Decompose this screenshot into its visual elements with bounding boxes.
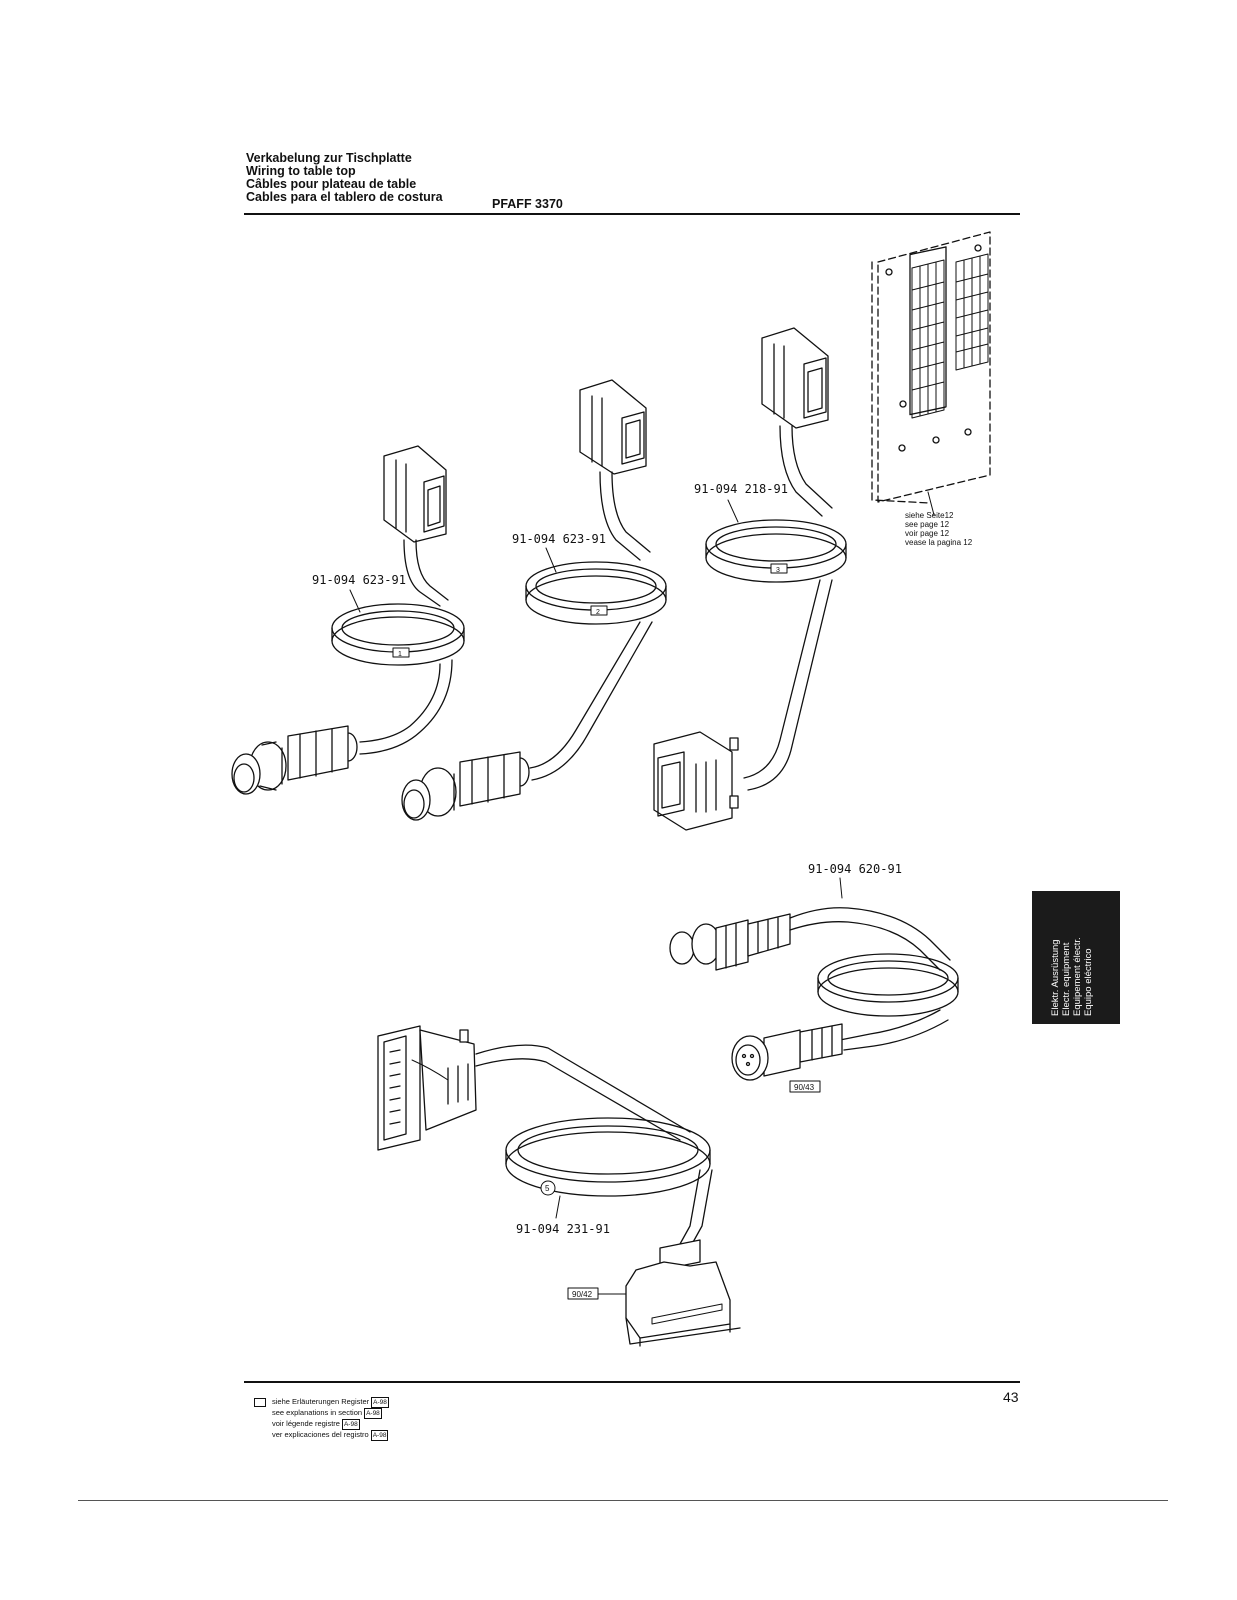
page-edge-rule bbox=[78, 1500, 1168, 1501]
cable-2: 2 91-094 623-91 bbox=[401, 379, 667, 821]
footnote-en: see explanations in section bbox=[272, 1408, 363, 1417]
part-number-4: 91-094 620-91 bbox=[808, 862, 902, 876]
part-number-5: 91-094 231-91 bbox=[516, 1222, 610, 1236]
cable-3-marker: 3 bbox=[776, 567, 780, 574]
section-tab-de: Elektr. Ausrüstung bbox=[1050, 939, 1061, 1016]
page-number: 43 bbox=[1003, 1389, 1019, 1405]
footnote-ref-3: A-98 bbox=[341, 1419, 360, 1430]
section-tab-en: Electr. equipment bbox=[1061, 942, 1072, 1016]
part-number-2: 91-094 623-91 bbox=[512, 532, 606, 546]
footnote-de: siehe Erläuterungen Register bbox=[272, 1397, 370, 1406]
cable-4: 91-094 620-91 90/43 bbox=[669, 862, 959, 1093]
model-name: PFAFF 3370 bbox=[492, 197, 563, 211]
footnote-ref-4: A-98 bbox=[370, 1430, 389, 1441]
section-tab: Elektr. Ausrüstung Electr. equipment Equ… bbox=[1032, 891, 1120, 1024]
title-block: Verkabelung zur Tischplatte Wiring to ta… bbox=[246, 152, 443, 204]
part-number-3: 91-094 218-91 bbox=[694, 482, 788, 496]
title-english: Wiring to table top bbox=[246, 164, 356, 178]
see-page-de: siehe Seite12 bbox=[905, 511, 954, 520]
footnote-fr: voir légende registre bbox=[272, 1419, 340, 1428]
title-spanish: Cables para el tablero de costura bbox=[246, 190, 443, 204]
cable-5-marker: 5 bbox=[545, 1184, 550, 1193]
see-page-es: vease la pagina 12 bbox=[905, 538, 973, 547]
title-german: Verkabelung zur Tischplatte bbox=[246, 151, 412, 165]
header-rule bbox=[244, 213, 1020, 215]
cable-3: 3 91-094 218-91 bbox=[653, 327, 847, 831]
ref-90-42: 90/42 bbox=[572, 1290, 593, 1299]
circuit-board: siehe Seite12 see page 12 voir page 12 v… bbox=[871, 231, 991, 547]
section-tab-es: Equipo eléctrico bbox=[1083, 948, 1094, 1016]
see-page-fr: voir page 12 bbox=[905, 529, 950, 538]
footer-rule bbox=[244, 1381, 1020, 1383]
footnote-ref-1: A-98 bbox=[371, 1397, 389, 1408]
cable-5: 5 90/42 91-094 231-91 bbox=[377, 1025, 741, 1347]
section-tab-fr: Equipement électr. bbox=[1072, 937, 1083, 1016]
footnote-es: ver explicaciones del registro bbox=[272, 1430, 369, 1439]
legend-box-icon bbox=[254, 1397, 266, 1407]
see-page-en: see page 12 bbox=[905, 520, 950, 529]
cable-1-marker: 1 bbox=[398, 651, 402, 658]
footnote-ref-2: A-98 bbox=[364, 1408, 382, 1419]
ref-90-43: 90/43 bbox=[794, 1083, 815, 1092]
cable-1: 1 91-094 623-91 bbox=[231, 445, 465, 795]
part-number-1: 91-094 623-91 bbox=[312, 573, 406, 587]
title-french: Câbles pour plateau de table bbox=[246, 177, 417, 191]
cable-2-marker: 2 bbox=[596, 609, 600, 616]
